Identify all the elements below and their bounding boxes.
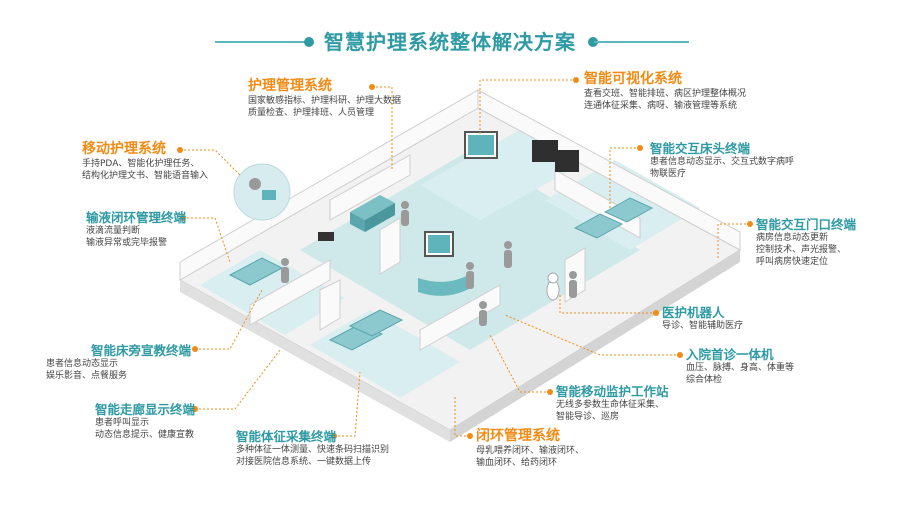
closed-loop-desc-2: 输血闭环、给药闭环	[476, 458, 558, 468]
closed-loop-heading: 闭环管理系统	[476, 428, 560, 444]
corridor-heading: 智能走廊显示终端	[95, 402, 196, 417]
walls	[179, 89, 741, 351]
teal-cabinet	[350, 195, 395, 220]
infusion-desc-2: 输液异常或完毕报警	[86, 238, 168, 248]
title-left-dot	[304, 37, 314, 47]
mobile-station-heading: 智能移动监护工作站	[556, 384, 669, 399]
infusion-desc-1: 液滴流量判断	[86, 226, 141, 236]
robot-desc-1: 导诊、智能辅助医疗	[662, 321, 744, 331]
infusion-heading: 输液闭环管理终端	[86, 210, 187, 225]
admission-heading: 入院首诊一体机	[686, 347, 774, 362]
visualization-heading: 智能可视化系统	[584, 71, 682, 87]
slab-edge-right	[450, 250, 740, 442]
label-infusion-terminal: 输液闭环管理终端 液滴流量判断 输液异常或完毕报警	[86, 210, 186, 249]
admission-desc-2: 综合体检	[686, 375, 723, 385]
label-closed-loop: 闭环管理系统 母乳喂养闭环、输液闭环、 输血闭环、给药闭环	[476, 428, 584, 469]
bedhead-desc-1: 患者信息动态显示、交互式数字病呼	[650, 157, 795, 167]
nursing-management-desc-2: 质量检查、护理排班、人员管理	[248, 108, 375, 118]
bedside-heading: 智能床旁宣教终端	[90, 343, 191, 358]
mobile-nursing-heading: 移动护理系统	[82, 141, 166, 157]
vitals-desc-1: 多种体征一体测量、快速条码扫描识别	[236, 445, 390, 455]
nursing-management-heading: 护理管理系统	[248, 78, 332, 94]
robot-heading: 医护机器人	[662, 305, 725, 320]
mobile-station-desc-2: 智能导诊、巡房	[556, 412, 620, 422]
door-desc-1: 病房信息动态更新	[756, 233, 829, 243]
door-heading: 智能交互门口终端	[756, 217, 857, 232]
title-right-line	[594, 41, 689, 43]
beds	[228, 197, 654, 351]
bedside-desc-1: 患者信息动态显示	[46, 359, 119, 369]
title-left-line	[215, 41, 310, 43]
mobile-nursing-desc-2: 结构化护理文书、智能语音输入	[82, 171, 209, 181]
vitals-desc-2: 对接医院信息系统、一键数据上传	[236, 457, 372, 467]
title-bar: 智慧护理系统整体解决方案	[0, 24, 900, 58]
bedside-desc-2: 娱乐影音、点餐服务	[46, 371, 128, 381]
door-desc-2: 控制技术、声光报警、	[756, 245, 847, 255]
label-nursing-management: 护理管理系统 国家敏感指标、护理科研、护理大数据 质量检查、护理排班、人员管理	[248, 78, 401, 119]
slab-edge-left	[180, 280, 450, 442]
label-door-terminal: 智能交互门口终端 病房信息动态更新 控制技术、声光报警、 呼叫病房快速定位	[756, 217, 856, 268]
mobile-nursing-desc-1: 手持PDA、智能化护理任务、	[82, 159, 200, 169]
reception-desk	[418, 272, 474, 296]
page-title: 智慧护理系统整体解决方案	[324, 30, 576, 54]
screens	[318, 131, 579, 257]
bedhead-desc-2: 物联医疗	[650, 169, 687, 179]
admission-desc-1: 血压、脉搏、身高、体重等	[686, 363, 795, 373]
door-desc-3: 呼叫病房快速定位	[756, 257, 829, 267]
corridor-desc-1: 患者呼叫显示	[95, 418, 150, 428]
corridor-desc-2: 动态信息提示、健康宣教	[95, 430, 195, 440]
visualization-desc-2: 连通体征采集、病呀、输液管理等系统	[584, 101, 738, 111]
vitals-heading: 智能体征采集终端	[236, 429, 337, 444]
title-right-dot	[588, 37, 598, 47]
visualization-desc-1: 查看交班、智能排班、病区护理整体概况	[584, 89, 747, 99]
nursing-management-desc-1: 国家敏感指标、护理科研、护理大数据	[248, 96, 402, 106]
label-bedside-terminal: 智能床旁宣教终端 患者信息动态显示 娱乐影音、点餐服务	[46, 343, 191, 382]
leader-dots	[177, 77, 753, 439]
label-bedhead-terminal: 智能交互床头终端 患者信息动态显示、交互式数字病呼 物联医疗	[650, 141, 794, 180]
label-medical-robot: 医护机器人 导诊、智能辅助医疗	[662, 305, 743, 332]
mobile-station-desc-1: 无线多参数生命体征采集、	[556, 400, 665, 410]
label-vitals-terminal: 智能体征采集终端 多种体征一体测量、快速条码扫描识别 对接医院信息系统、一键数据…	[236, 429, 389, 468]
label-corridor-display: 智能走廊显示终端 患者呼叫显示 动态信息提示、健康宣教	[95, 402, 195, 441]
label-visualization: 智能可视化系统 查看交班、智能排班、病区护理整体概况 连通体征采集、病呀、输液管…	[584, 71, 746, 112]
people	[281, 201, 577, 326]
robot	[546, 272, 560, 301]
closed-loop-desc-1: 母乳喂养闭环、输液闭环、	[476, 446, 585, 456]
bedhead-heading: 智能交互床头终端	[650, 141, 751, 156]
leader-lines	[180, 79, 750, 437]
label-mobile-monitoring-station: 智能移动监护工作站 无线多参数生命体征采集、 智能导诊、巡房	[556, 384, 669, 423]
label-admission-kiosk: 入院首诊一体机 血压、脉搏、身高、体重等 综合体检	[686, 347, 794, 386]
label-mobile-nursing: 移动护理系统 手持PDA、智能化护理任务、 结构化护理文书、智能语音输入	[82, 141, 208, 182]
